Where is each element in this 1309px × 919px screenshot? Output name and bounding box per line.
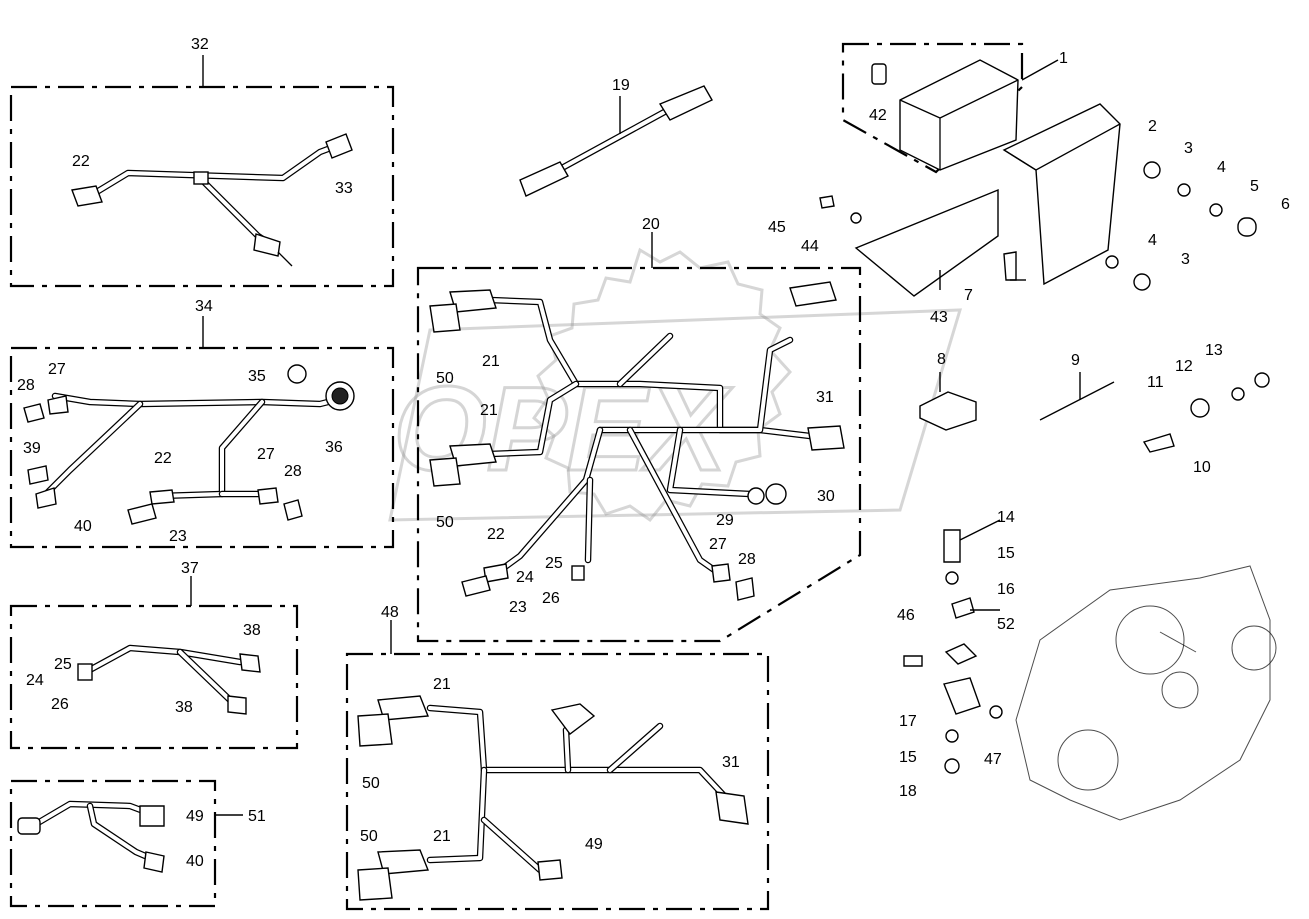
callout-22: 22: [487, 526, 505, 543]
callout-32-top: 32: [191, 36, 209, 53]
callout-40: 40: [186, 853, 204, 870]
callout-51: 51: [248, 808, 266, 825]
callout-22: 22: [154, 450, 172, 467]
callout-22: 22: [72, 153, 90, 170]
harness-32: [71, 133, 353, 267]
callout-16: 16: [997, 581, 1015, 598]
callout-15: 15: [997, 545, 1015, 562]
callout-42: 42: [869, 107, 887, 124]
callout-26: 26: [51, 696, 69, 713]
callout-52: 52: [997, 616, 1015, 633]
callout-38: 38: [175, 699, 193, 716]
harness-37: [77, 644, 261, 715]
callout-35: 35: [248, 368, 266, 385]
callout-37: 37: [181, 560, 199, 577]
callout-10: 10: [1193, 459, 1211, 476]
callout-26: 26: [542, 590, 560, 607]
callout-7: 7: [964, 287, 973, 304]
harness-20: [429, 281, 845, 601]
callout-27: 27: [48, 361, 66, 378]
callout-4: 4: [1217, 159, 1226, 176]
callout-20: 20: [642, 216, 660, 233]
callout-25: 25: [54, 656, 72, 673]
callout-34: 34: [195, 298, 213, 315]
callout-1: 1: [1059, 50, 1068, 67]
callout-27: 27: [257, 446, 275, 463]
callout-15: 15: [899, 749, 917, 766]
callout-11: 11: [1147, 374, 1164, 391]
callout-47: 47: [984, 751, 1002, 768]
callout-13: 13: [1205, 342, 1223, 359]
callout-40: 40: [74, 518, 92, 535]
callout-21: 21: [480, 402, 498, 419]
callout-28: 28: [284, 463, 302, 480]
callout-50: 50: [362, 775, 380, 792]
callout-27: 27: [709, 536, 727, 553]
callout-3: 3: [1184, 140, 1193, 157]
callout-2: 2: [1148, 118, 1157, 135]
callout-14: 14: [997, 509, 1015, 526]
callout-49: 49: [585, 836, 603, 853]
callout-45: 45: [768, 219, 786, 236]
harness-51: [17, 800, 165, 873]
callout-46: 46: [897, 607, 915, 624]
callout-50: 50: [360, 828, 378, 845]
callout-17: 17: [899, 713, 917, 730]
bracket-assembly: [819, 59, 1257, 297]
frame-20: [416, 266, 862, 643]
callout-24: 24: [26, 672, 44, 689]
frame-32: [9, 85, 395, 288]
callout-36: 36: [325, 439, 343, 456]
callout-50: 50: [436, 370, 454, 387]
gearbox-housing: [1015, 565, 1277, 821]
frame-48: [345, 652, 770, 911]
misc-parts: [903, 372, 1270, 774]
callout-24: 24: [516, 569, 534, 586]
callout-18: 18: [899, 783, 917, 800]
callout-21: 21: [433, 828, 451, 845]
callout-labels: 32 22 33 34 27 28 35 36 39 40 22 27 28 2…: [17, 36, 1290, 870]
callout-39: 39: [23, 440, 41, 457]
frame-34: [9, 346, 395, 549]
frame-51: [9, 779, 217, 908]
callout-23: 23: [509, 599, 527, 616]
callout-31: 31: [816, 389, 834, 406]
callout-49: 49: [186, 808, 204, 825]
callout-38: 38: [243, 622, 261, 639]
frame-37: [9, 604, 299, 750]
callout-28: 28: [738, 551, 756, 568]
callout-43: 43: [930, 309, 948, 326]
callout-6: 6: [1281, 196, 1290, 213]
callout-33: 33: [335, 180, 353, 197]
callout-19: 19: [612, 77, 630, 94]
cable-19: [519, 85, 713, 197]
harness-48: [357, 695, 749, 901]
callout-4: 4: [1148, 232, 1157, 249]
callout-29: 29: [716, 512, 734, 529]
callout-9: 9: [1071, 352, 1080, 369]
callout-8: 8: [937, 351, 946, 368]
callout-50: 50: [436, 514, 454, 531]
callout-21: 21: [482, 353, 500, 370]
harness-34: [23, 364, 355, 525]
callout-31: 31: [722, 754, 740, 771]
callout-44: 44: [801, 238, 819, 255]
callout-3: 3: [1181, 251, 1190, 268]
callout-12: 12: [1175, 358, 1193, 375]
leader-lines: [190, 55, 1081, 816]
callout-25: 25: [545, 555, 563, 572]
callout-30: 30: [817, 488, 835, 505]
callout-28: 28: [17, 377, 35, 394]
callout-48: 48: [381, 604, 399, 621]
callout-21: 21: [433, 676, 451, 693]
callout-23: 23: [169, 528, 187, 545]
callout-5: 5: [1250, 178, 1259, 195]
